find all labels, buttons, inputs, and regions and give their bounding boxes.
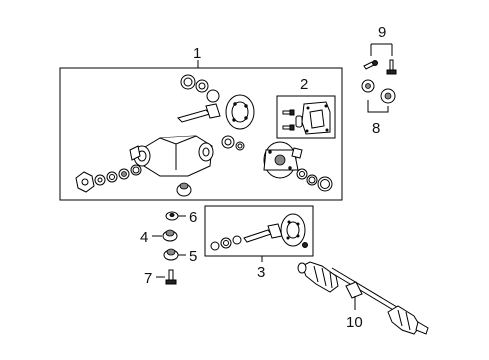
callout-6: 6: [189, 209, 197, 226]
pinion-washer-icon: [106, 171, 118, 183]
pinion-seal-icon: [180, 74, 196, 90]
gearset-ring-gear-icon: [280, 213, 306, 247]
cover-2-box: [276, 95, 336, 139]
bushing-8-right-icon: [380, 88, 396, 104]
outer-cv-boot-icon: [387, 305, 429, 335]
inner-cv-boot-icon: [297, 261, 339, 293]
mount-nut-6-icon: [165, 211, 179, 221]
pinion-bearing-icon: [195, 79, 209, 93]
mount-insulator-4-icon: [162, 229, 178, 242]
item-8-group: 8: [361, 79, 396, 137]
pinion-shim-icon: [232, 235, 242, 245]
side-shim-icon: [235, 141, 245, 151]
item-7-group: 7: [144, 269, 177, 287]
callout-3: 3: [257, 264, 265, 281]
callout-2: 2: [300, 76, 308, 93]
carrier-housing-icon: [129, 135, 214, 177]
ring-gear-icon: [225, 94, 255, 130]
callout-9: 9: [378, 24, 386, 41]
cover-bolt-lower-icon: [282, 124, 295, 131]
callout-5: 5: [189, 248, 197, 265]
pinion-race-icon: [220, 237, 232, 249]
cover-bolt-upper-icon: [282, 109, 295, 116]
mount-cushion-5-icon: [163, 248, 179, 261]
callout-8: 8: [372, 120, 380, 137]
item-5-group: 5: [163, 248, 197, 265]
cover-gasket-icon: [295, 115, 303, 128]
differential-case-icon: [263, 141, 303, 179]
hex-bolt-9-icon: [386, 59, 397, 75]
gearset-3-group: 3: [204, 205, 314, 281]
shaft-damper-icon: [345, 281, 363, 299]
callout-8-leader: [367, 100, 389, 113]
gearset-pinion-icon: [243, 223, 283, 243]
differential-cover-icon: [301, 101, 331, 135]
assembly-1-box: [59, 67, 343, 201]
bushing-8-left-icon: [361, 79, 375, 93]
flange-nut-icon: [94, 174, 106, 186]
oil-seal-icon: [118, 168, 130, 180]
gearset-3-box: [204, 205, 314, 257]
item-9-group: 9: [363, 24, 397, 75]
side-bearing-right-icon: [296, 168, 308, 180]
item-10-group: 10: [297, 261, 429, 335]
ring-gear-bolt-icon: [302, 242, 308, 248]
callout-1: 1: [193, 45, 201, 62]
bearing-cup-icon: [130, 164, 142, 176]
item-6-group: 6: [165, 209, 197, 226]
drive-pinion-icon: [177, 103, 221, 123]
mount-bolt-7-icon: [165, 269, 177, 285]
side-bearing-left-icon: [221, 135, 235, 149]
callout-7: 7: [144, 270, 152, 287]
pinion-spacer-icon: [210, 241, 220, 251]
cover-2-group: 2: [276, 76, 336, 139]
callout-10: 10: [346, 314, 363, 331]
item-4-group: 4: [140, 229, 178, 246]
mount-bushing-icon: [176, 182, 192, 197]
stud-bolt-icon: [363, 60, 378, 70]
snap-ring-icon: [206, 89, 220, 103]
snap-ring-right-icon: [317, 176, 333, 192]
assembly-1-group: 1: [59, 45, 343, 201]
bearing-race-icon: [306, 174, 318, 186]
callout-4: 4: [140, 229, 148, 246]
companion-flange-icon: [75, 171, 95, 193]
callout-9-leader: [370, 43, 393, 56]
